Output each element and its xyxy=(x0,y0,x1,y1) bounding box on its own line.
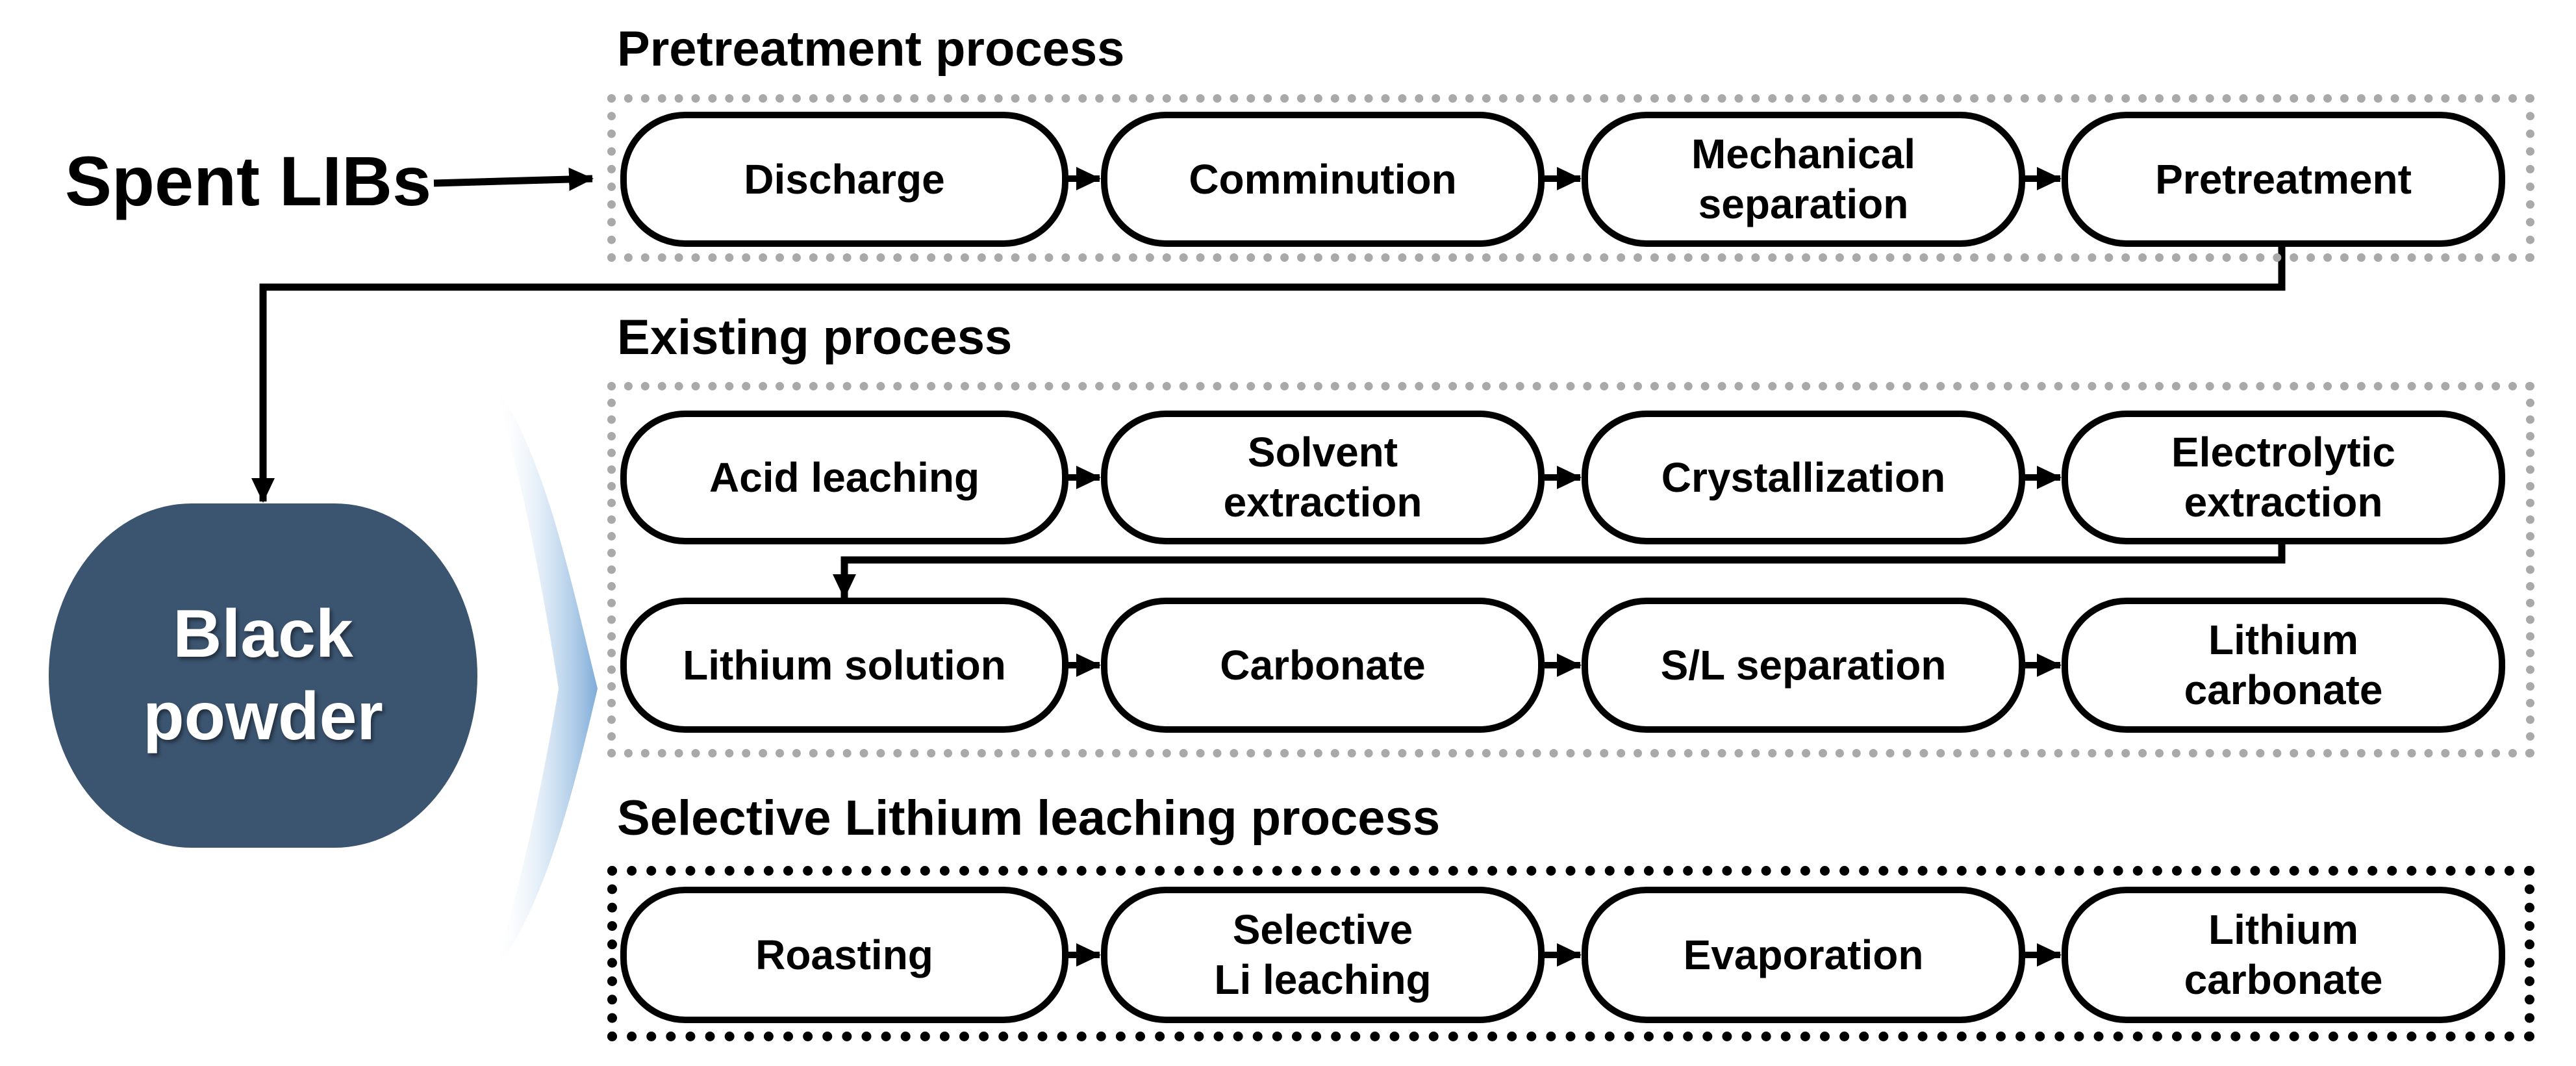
node-sl-separation: S/L separation xyxy=(1582,598,2025,733)
arrow-electrolytic-to-lithium-solution xyxy=(833,544,2286,599)
node-comminution: Comminution xyxy=(1101,112,1545,247)
selective-group-box xyxy=(607,866,2534,1041)
flow-chevron-glow xyxy=(494,383,598,974)
arrow-spent-to-pretreatment xyxy=(433,168,594,192)
node-lithium-carbonate-existing: Lithium carbonate xyxy=(2062,598,2505,733)
spent-libs-label: Spent LIBs xyxy=(65,142,432,220)
existing-title: Existing process xyxy=(617,310,1013,365)
black-powder-node: Black powder xyxy=(49,503,477,848)
node-lithium-solution: Lithium solution xyxy=(620,598,1068,733)
node-crystallization: Crystallization xyxy=(1582,411,2025,544)
pretreatment-group-box xyxy=(607,94,2534,262)
node-discharge: Discharge xyxy=(620,112,1068,247)
node-acid-leaching: Acid leaching xyxy=(620,411,1068,544)
node-pretreatment: Pretreatment xyxy=(2062,112,2505,247)
node-roasting: Roasting xyxy=(620,887,1068,1023)
pretreatment-title: Pretreatment process xyxy=(617,21,1125,77)
node-mechanical-separation: Mechanical separation xyxy=(1582,112,2025,247)
selective-title: Selective Lithium leaching process xyxy=(617,791,1441,846)
node-selective-li-leaching: Selective Li leaching xyxy=(1101,887,1545,1023)
node-lithium-carbonate-selective: Lithium carbonate xyxy=(2062,887,2505,1023)
node-evaporation: Evaporation xyxy=(1582,887,2025,1023)
existing-group-box xyxy=(607,382,2534,757)
node-electrolytic-extraction: Electrolytic extraction xyxy=(2062,411,2505,544)
node-solvent-extraction: Solvent extraction xyxy=(1101,411,1545,544)
node-carbonate: Carbonate xyxy=(1101,598,1545,733)
arrow-pretreatment-to-black-powder xyxy=(251,247,2286,503)
